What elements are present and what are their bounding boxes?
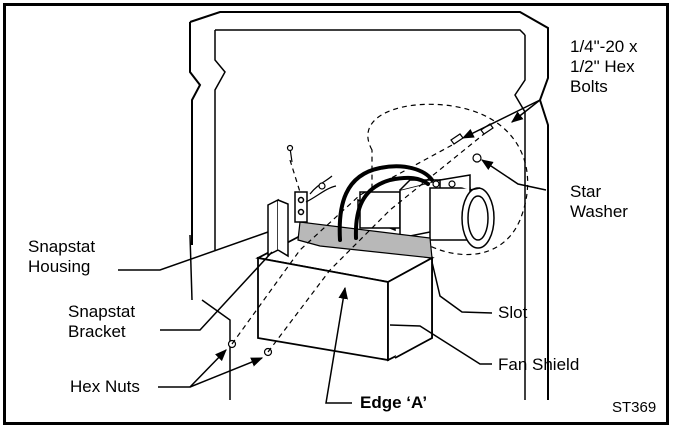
label-star-washer-line1: Star: [570, 182, 602, 201]
label-edge-a: Edge ‘A’: [360, 393, 428, 412]
cabinet-outline: [189, 11, 549, 400]
blower-motor: [357, 174, 495, 249]
slot: [297, 221, 433, 259]
diagram-frame: [3, 3, 669, 425]
label-hex-nuts: Hex Nuts: [70, 377, 140, 396]
label-slot: Slot: [498, 303, 528, 322]
label-snapstat-bracket-line2: Bracket: [68, 322, 126, 341]
label-fan-shield: Fan Shield: [498, 355, 580, 374]
label-hex-bolts-line3: Bolts: [570, 77, 608, 96]
leader-lines: [118, 99, 547, 404]
wires: [337, 164, 434, 242]
label-star-washer-line2: Washer: [570, 202, 628, 221]
figure-code: ST369: [612, 399, 657, 416]
label-snapstat-bracket-line1: Snapstat: [68, 302, 136, 321]
label-hex-bolts-line1: 1/4"-20 x: [570, 37, 638, 56]
label-snapstat-housing-line1: Snapstat: [28, 237, 96, 256]
assembly-lines: [231, 133, 485, 353]
snapstat: [267, 191, 308, 258]
label-snapstat-housing-line2: Housing: [28, 257, 91, 276]
label-hex-bolts-line2: 1/2" Hex: [570, 57, 635, 76]
